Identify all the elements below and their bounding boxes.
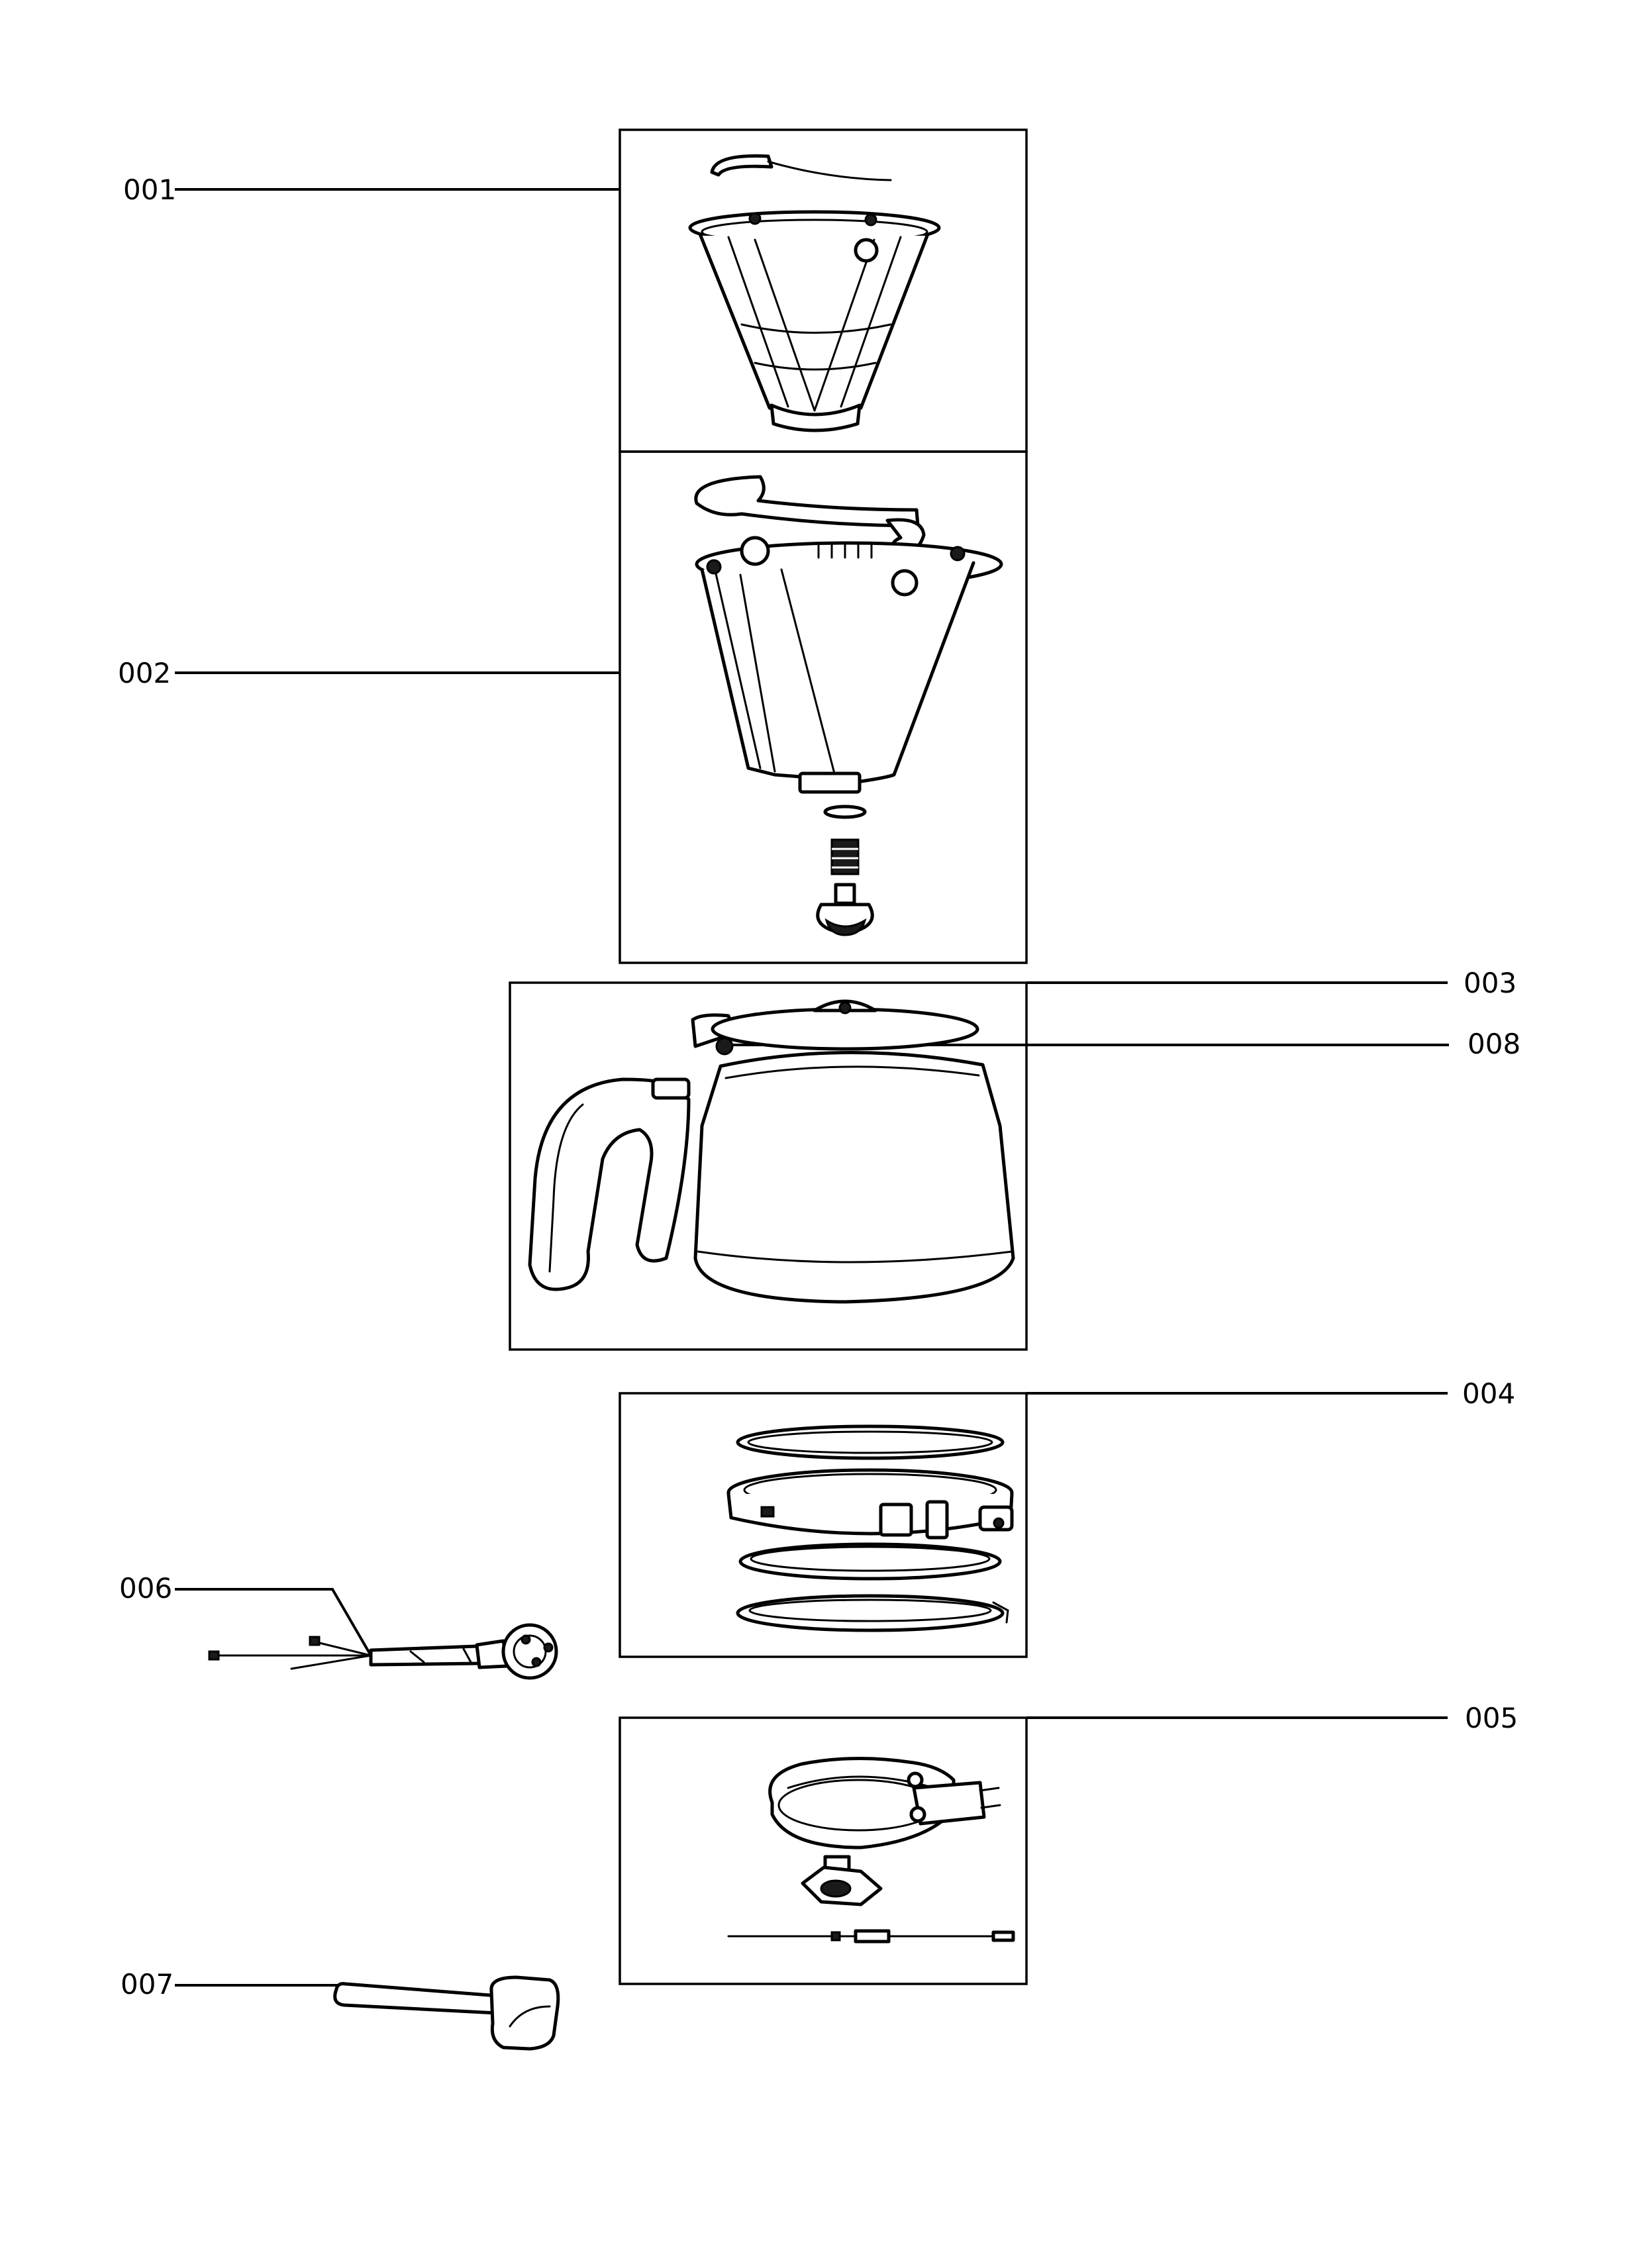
filter-holder-icon bbox=[694, 475, 1003, 936]
box-005 bbox=[619, 1716, 1028, 1985]
part-label-004: 004 bbox=[1462, 1377, 1516, 1410]
heating-element-icon bbox=[727, 1757, 1015, 1944]
part-label-006: 006 bbox=[119, 1572, 173, 1604]
heating-plate-gaskets-icon bbox=[726, 1424, 1014, 1632]
power-cord-icon bbox=[208, 1623, 558, 1680]
part-label-002: 002 bbox=[118, 657, 172, 689]
measuring-spoon-icon bbox=[333, 1975, 560, 2051]
box-002 bbox=[619, 450, 1028, 964]
part-label-008: 008 bbox=[1468, 1028, 1521, 1060]
leader-006 bbox=[175, 1588, 372, 1657]
part-label-007: 007 bbox=[121, 1968, 174, 2000]
thermostat-icon bbox=[801, 1855, 883, 1906]
fuse-wire-icon bbox=[727, 1929, 1015, 1944]
box-003 bbox=[509, 981, 1028, 1351]
carafe-icon bbox=[528, 999, 1015, 1304]
box-004 bbox=[619, 1392, 1028, 1658]
part-label-001: 001 bbox=[123, 173, 177, 206]
part-label-005: 005 bbox=[1465, 1702, 1519, 1734]
spring-icon bbox=[830, 838, 860, 875]
part-label-003: 003 bbox=[1464, 967, 1517, 999]
filter-basket-icon bbox=[688, 154, 941, 432]
